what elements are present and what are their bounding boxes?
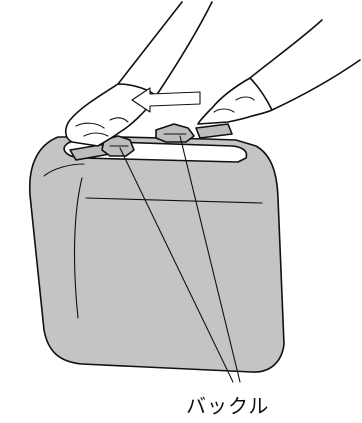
- hand-left: [66, 2, 212, 146]
- buckle-label: バックル: [186, 394, 306, 418]
- carrying-case: [30, 137, 284, 372]
- strap-right: [196, 124, 232, 138]
- buckle-right: [156, 124, 194, 142]
- hand-right: [198, 20, 360, 124]
